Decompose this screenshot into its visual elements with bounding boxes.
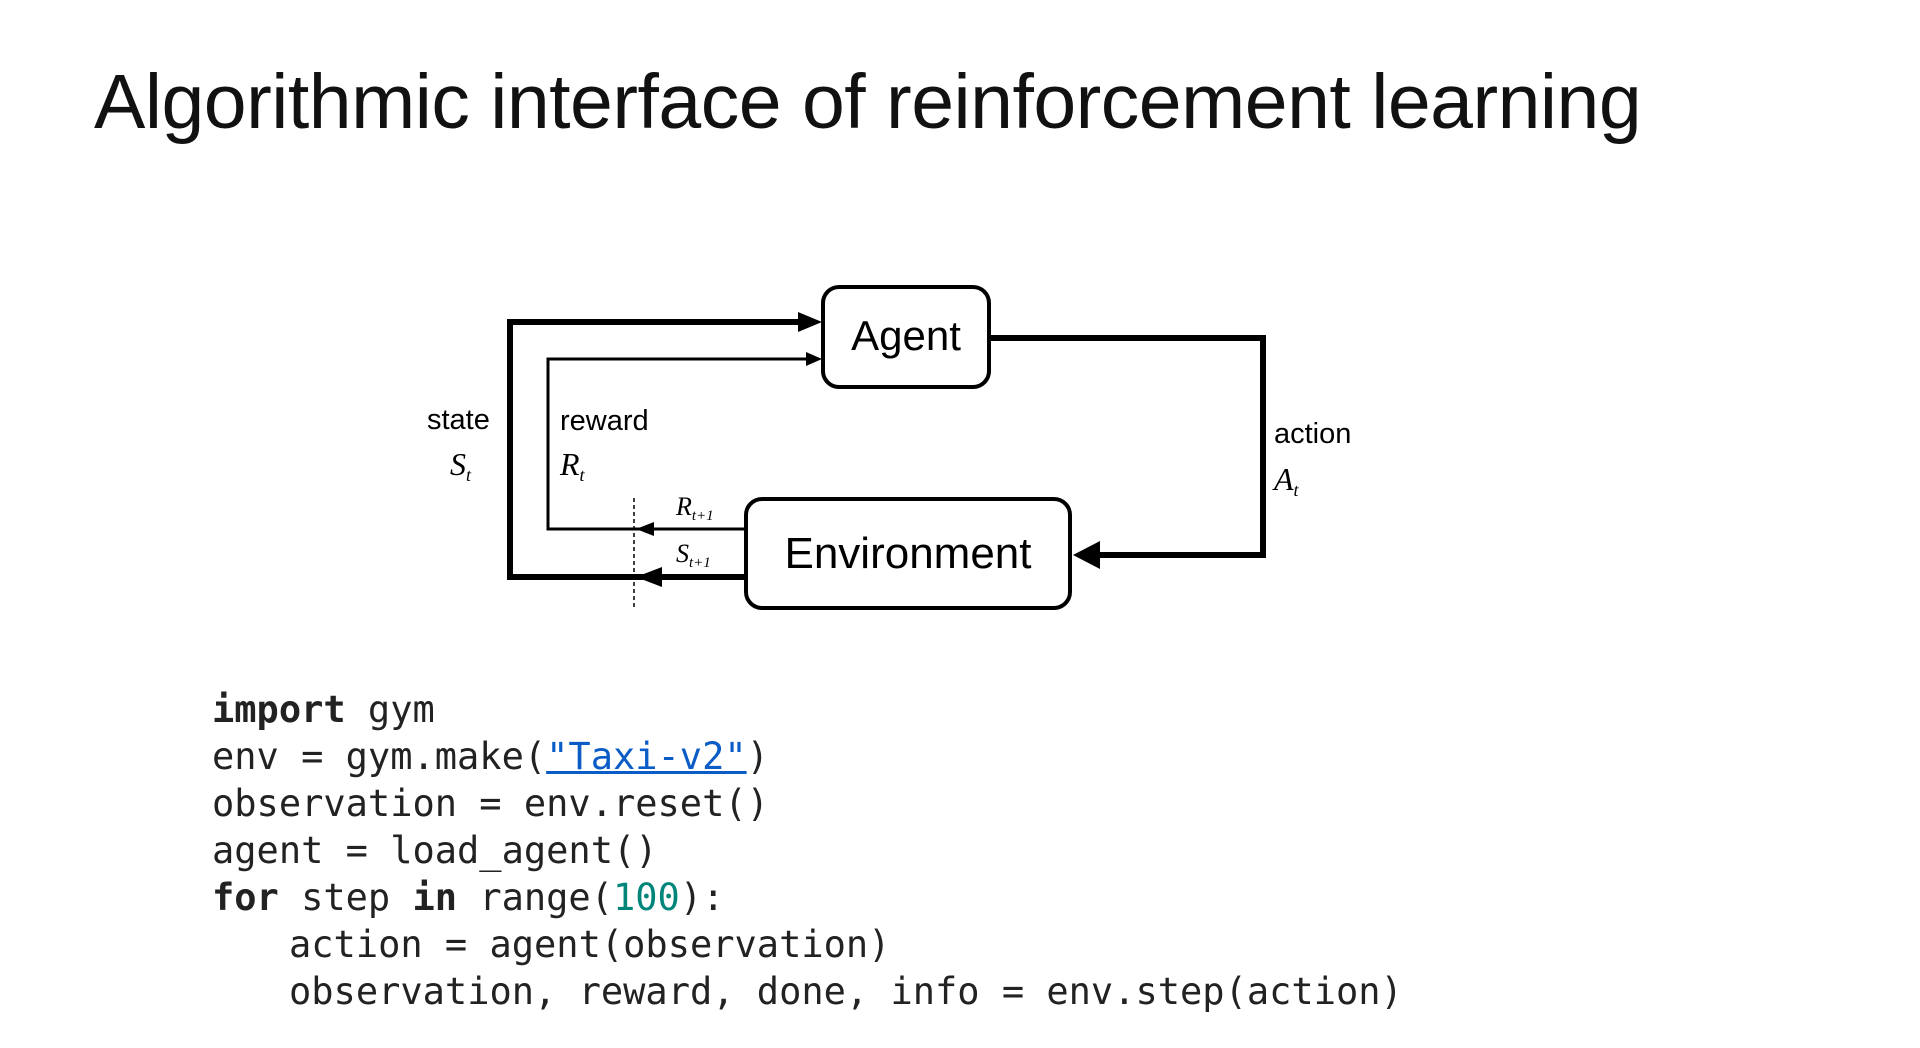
keyword: in [412, 876, 458, 919]
code-line: observation, reward, done, info = env.st… [289, 970, 1403, 1013]
state-arrowhead [798, 312, 822, 332]
code-line: observation = env.reset() [212, 782, 769, 825]
slide-title: Algorithmic interface of reinforcement l… [94, 59, 1642, 145]
keyword: for [212, 876, 279, 919]
environment-box [744, 497, 1072, 610]
action-arrowhead [1073, 541, 1100, 569]
state-arrow [507, 319, 800, 580]
code-text: step [278, 876, 413, 919]
code-text: gym [345, 688, 435, 731]
code-line: import gym [212, 686, 1403, 733]
environment-label: Environment [784, 529, 1031, 578]
next-reward-arrowhead [636, 522, 654, 536]
code-line: for step in range(100): [212, 874, 1403, 921]
reward-label: reward [560, 405, 649, 437]
code-line: action = agent(observation) [289, 923, 891, 966]
keyword: import [212, 688, 346, 731]
reward-symbol: Rt [559, 446, 586, 485]
code-text: ) [746, 735, 769, 778]
state-symbol: St [450, 446, 472, 485]
agent-box [821, 285, 991, 389]
code-line: agent = load_agent() [212, 829, 658, 872]
action-arrow [991, 335, 1266, 558]
number-literal: 100 [612, 876, 680, 919]
state-label: state [427, 404, 490, 436]
next-reward-symbol: Rt+1 [675, 492, 714, 524]
action-label: action [1274, 418, 1351, 450]
next-state-arrowhead [636, 567, 662, 587]
next-state-symbol: St+1 [676, 539, 711, 571]
string-literal-link[interactable]: "Taxi-v2" [546, 735, 747, 778]
code-line: env = gym.make("Taxi-v2") [212, 733, 1403, 780]
action-symbol: At [1272, 461, 1300, 500]
code-text: ): [679, 876, 725, 919]
code-text: range( [457, 876, 613, 919]
reward-arrowhead [806, 352, 822, 366]
code-text: env = gym.make( [212, 735, 547, 778]
agent-label: Agent [851, 312, 961, 359]
